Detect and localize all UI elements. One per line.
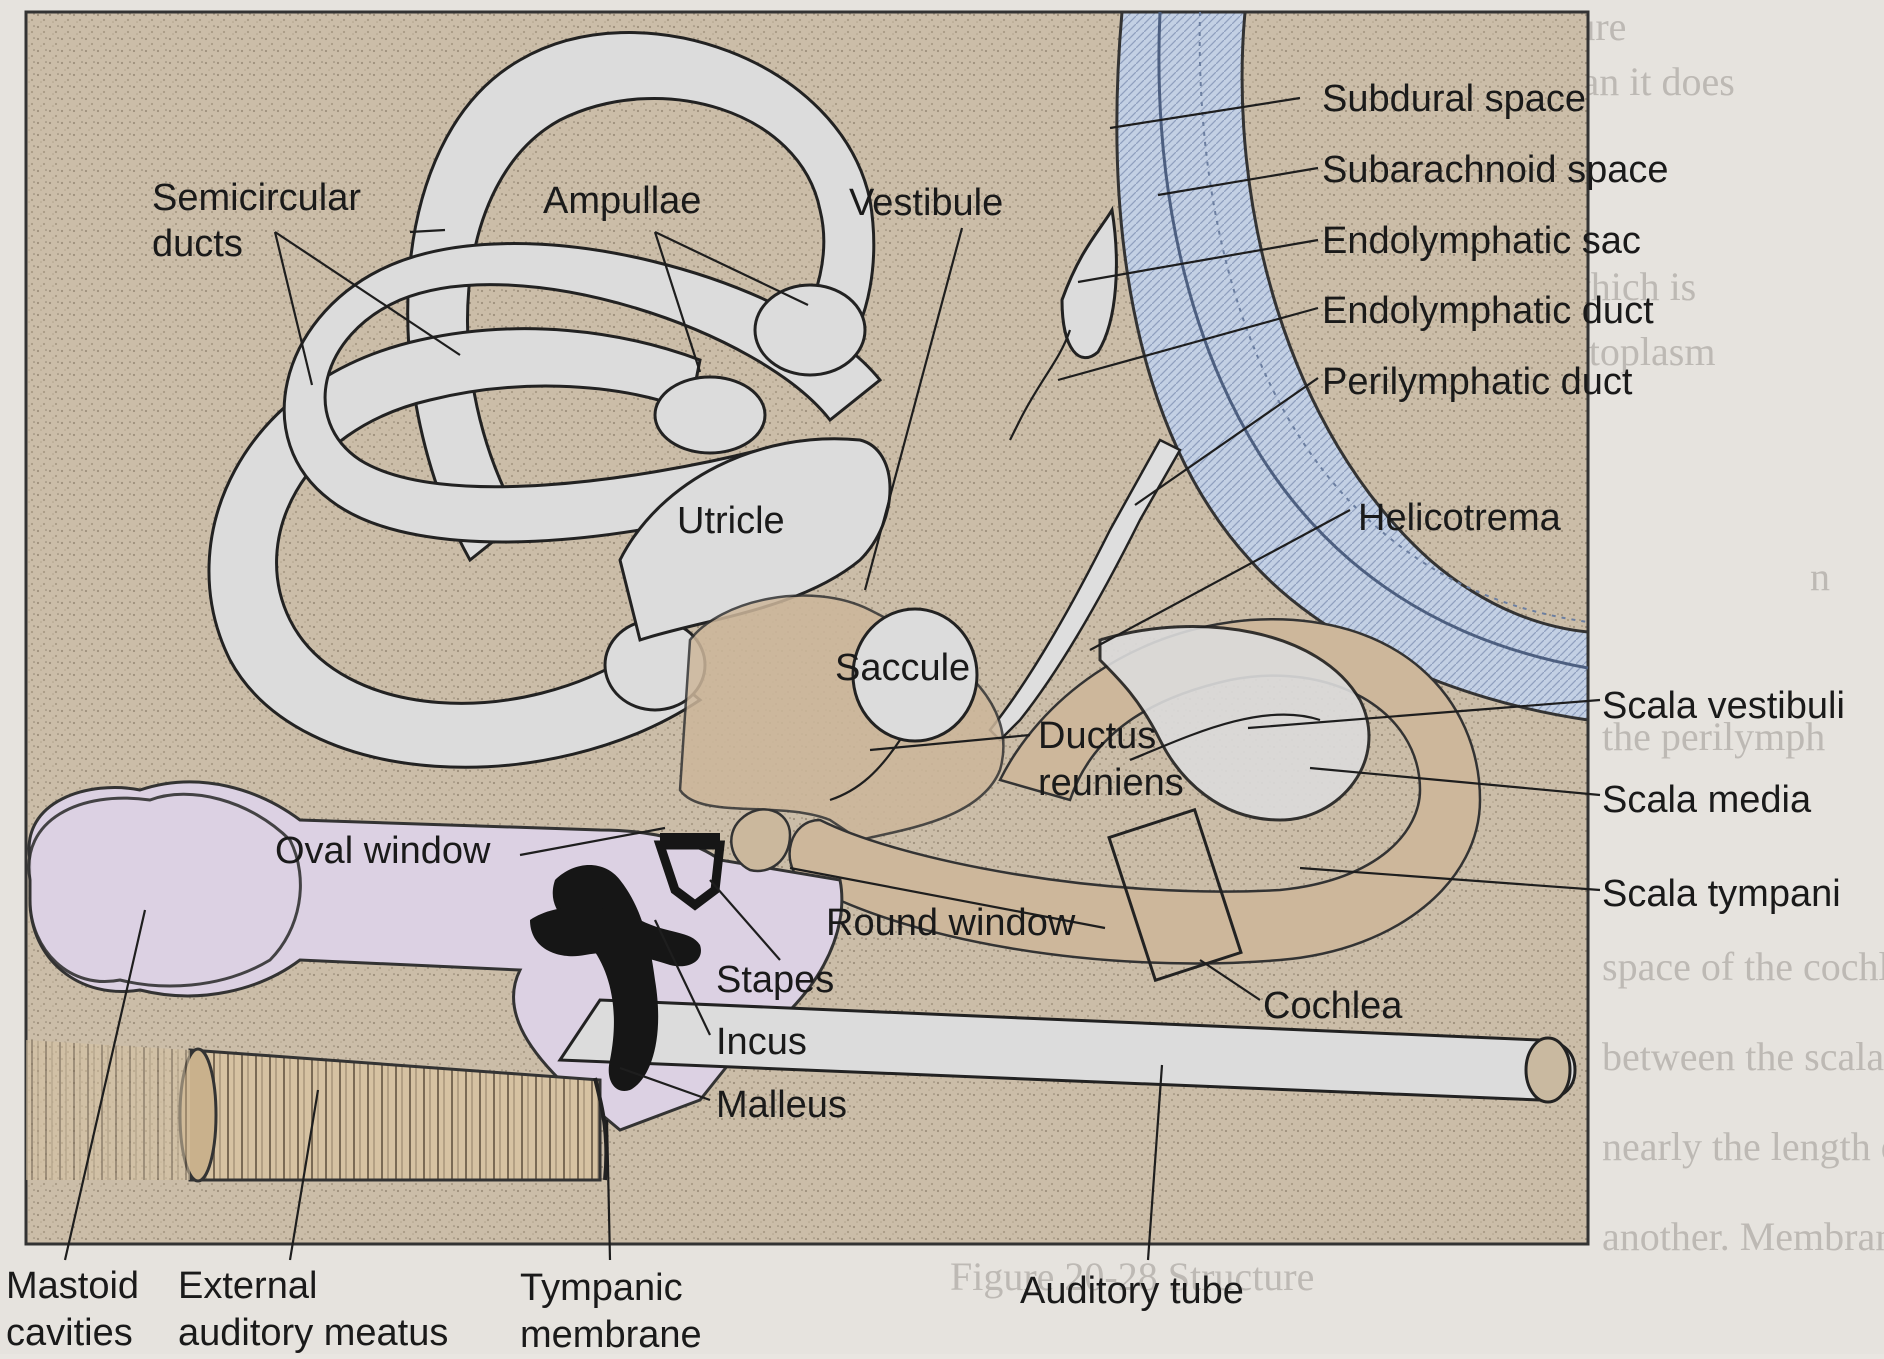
ampulla-lateral xyxy=(655,377,765,453)
label-ductus-reuniens-1: Ductus xyxy=(1038,715,1156,757)
label-ampullae: Ampullae xyxy=(543,180,701,222)
label-perilymphatic-duct: Perilymphatic duct xyxy=(1322,361,1633,403)
label-mastoid-cavities-1: Mastoid xyxy=(6,1265,139,1307)
label-vestibule: Vestibule xyxy=(849,182,1003,224)
label-malleus: Malleus xyxy=(716,1084,847,1126)
mastoid-cavity xyxy=(29,794,300,986)
svg-text:another. Membrane of both: another. Membrane of both xyxy=(1602,1214,1884,1259)
svg-text:n: n xyxy=(1810,554,1830,599)
label-scala-media: Scala media xyxy=(1602,779,1812,821)
label-endolymphatic-duct: Endolymphatic duct xyxy=(1322,290,1654,332)
label-incus: Incus xyxy=(716,1021,807,1063)
round-window xyxy=(731,809,790,871)
label-auditory-tube: Auditory tube xyxy=(1020,1270,1244,1312)
label-subdural-space: Subdural space xyxy=(1322,78,1586,120)
label-scala-vestibuli: Scala vestibuli xyxy=(1602,685,1845,727)
label-scala-tympani: Scala tympani xyxy=(1602,873,1841,915)
label-oval-window: Oval window xyxy=(275,830,491,872)
label-external-auditory-meatus-1: External xyxy=(178,1265,317,1307)
label-endolymphatic-sac: Endolymphatic sac xyxy=(1322,220,1641,262)
svg-text:nearly the length of the: nearly the length of the xyxy=(1602,1124,1884,1169)
label-semicircular-ducts-1: Semicircular xyxy=(152,177,361,219)
svg-text:between the scala: between the scala xyxy=(1602,1034,1884,1079)
label-semicircular-ducts-2: ducts xyxy=(152,223,243,265)
label-external-auditory-meatus-2: auditory meatus xyxy=(178,1312,448,1354)
label-cochlea: Cochlea xyxy=(1263,985,1403,1027)
label-utricle: Utricle xyxy=(677,500,785,542)
label-stapes: Stapes xyxy=(716,959,834,1001)
ampulla-superior xyxy=(755,285,865,375)
label-subarachnoid-space: Subarachnoid space xyxy=(1322,149,1668,191)
label-tympanic-membrane-2: membrane xyxy=(520,1314,702,1354)
label-saccule: Saccule xyxy=(835,647,970,689)
label-tympanic-membrane-1: Tympanic xyxy=(520,1267,683,1309)
label-round-window: Round window xyxy=(826,902,1076,944)
label-mastoid-cavities-2: cavities xyxy=(6,1312,133,1354)
auditory-tube-opening xyxy=(1526,1038,1570,1102)
label-ductus-reuniens-2: reuniens xyxy=(1038,762,1184,804)
label-helicotrema: Helicotrema xyxy=(1358,497,1562,539)
svg-text:space of the cochlea: space of the cochlea xyxy=(1602,944,1884,989)
